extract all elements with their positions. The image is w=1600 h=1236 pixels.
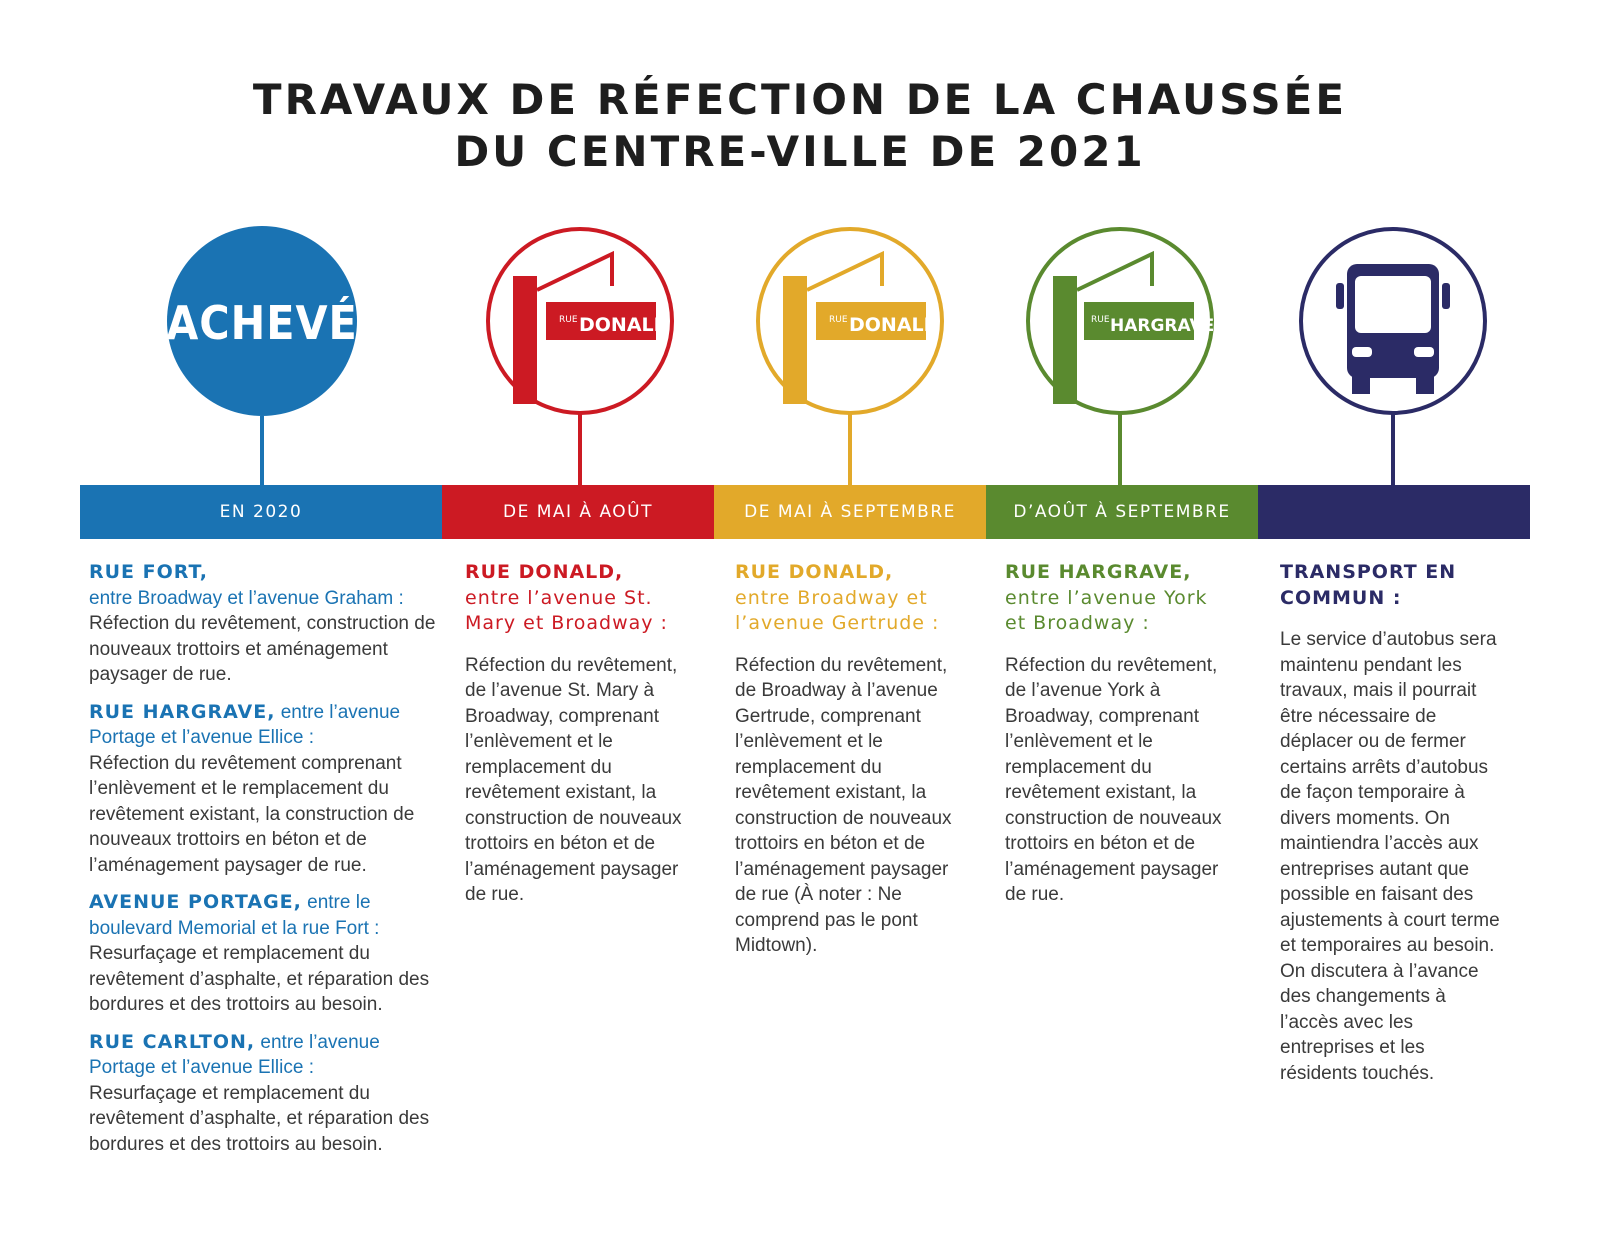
timeline-segment-aug-sep: D’AOÛT À SEPTEMBRE xyxy=(986,485,1258,539)
entry-rue-fort: RUE FORT, entre Broadway et l’avenue Gra… xyxy=(89,560,439,688)
stem-5 xyxy=(1391,413,1395,485)
entry-body: Réfection du revêtement, de Broadway à l… xyxy=(735,654,952,957)
page-title: TRAVAUX DE RÉFECTION DE LA CHAUSSÉE DU C… xyxy=(0,74,1600,178)
completed-label: ACHEVÉ xyxy=(166,296,358,350)
timeline-icons: ACHEVÉ RUE DONALD RUE DONALD RUE HARGRAV… xyxy=(166,226,1487,416)
entry-body: Réfection du revêtement, construction de… xyxy=(89,613,436,685)
column-may-sep: RUE DONALD, entre Broadway et l’avenue G… xyxy=(735,560,955,971)
spacer xyxy=(465,637,685,653)
entry-subheading: entre l’avenue St. Mary et Broadway : xyxy=(465,586,668,635)
timeline-segment-2020: EN 2020 xyxy=(80,485,442,539)
entry-heading: TRANSPORT EN COMMUN : xyxy=(1280,561,1457,609)
spacer xyxy=(1280,611,1500,627)
entry-body: Resurfaçage et remplacement du revêtemen… xyxy=(89,943,430,1015)
entry-rue-carlton: RUE CARLTON, entre l’avenue Portage et l… xyxy=(89,1030,439,1158)
sign-name: DONALD xyxy=(579,314,669,336)
sign-prefix: RUE xyxy=(559,315,578,325)
entry-subheading: entre l’avenue Portage et l’avenue Ellic… xyxy=(89,701,401,749)
entry-transit: TRANSPORT EN COMMUN : Le service d’autob… xyxy=(1280,560,1500,1086)
title-line-2: DU CENTRE-VILLE DE 2021 xyxy=(454,127,1146,176)
timeline-segment-may-aug: DE MAI À AOÛT xyxy=(442,485,714,539)
sign-name: DONALD xyxy=(849,314,939,336)
entry-subheading: entre Broadway et l’avenue Gertrude : xyxy=(735,586,940,635)
timeline-segment-transit xyxy=(1258,485,1530,539)
entry-heading: RUE FORT, xyxy=(89,561,209,583)
bus-icon xyxy=(1299,227,1487,415)
spacer xyxy=(735,637,955,653)
segment-label: D’AOÛT À SEPTEMBRE xyxy=(1013,502,1231,522)
street-sign-hargrave-green-icon: RUE HARGRAVE xyxy=(1026,227,1214,415)
column-transit: TRANSPORT EN COMMUN : Le service d’autob… xyxy=(1280,560,1500,1098)
entry-rue-donald-2: RUE DONALD, entre Broadway et l’avenue G… xyxy=(735,560,955,959)
street-sign-donald-red-icon: RUE DONALD xyxy=(486,227,674,415)
entry-body: Réfection du revêtement, de l’avenue Yor… xyxy=(1005,654,1222,906)
stem-2 xyxy=(578,413,582,485)
stem-1 xyxy=(260,416,264,485)
segment-label: EN 2020 xyxy=(219,502,303,522)
entry-heading: AVENUE PORTAGE, xyxy=(89,891,302,913)
stem-3 xyxy=(848,413,852,485)
sign-name: HARGRAVE xyxy=(1110,316,1214,336)
column-may-aug: RUE DONALD, entre l’avenue St. Mary et B… xyxy=(465,560,685,920)
entry-rue-hargrave-2: RUE HARGRAVE, entre l’avenue York et Bro… xyxy=(1005,560,1225,908)
column-aug-sep: RUE HARGRAVE, entre l’avenue York et Bro… xyxy=(1005,560,1225,920)
entry-heading: RUE DONALD, xyxy=(465,561,624,583)
spacer xyxy=(1005,637,1225,653)
entry-heading: RUE HARGRAVE, xyxy=(1005,561,1192,583)
timeline-segment-may-sep: DE MAI À SEPTEMBRE xyxy=(714,485,986,539)
sign-prefix: RUE xyxy=(829,315,848,325)
stem-4 xyxy=(1118,413,1122,485)
entry-body: Réfection du revêtement comprenant l’enl… xyxy=(89,752,415,876)
segment-label: DE MAI À SEPTEMBRE xyxy=(744,502,956,522)
entry-heading: RUE DONALD, xyxy=(735,561,894,583)
entry-body: Resurfaçage et remplacement du revêtemen… xyxy=(89,1082,430,1155)
entry-rue-hargrave: RUE HARGRAVE, entre l’avenue Portage et … xyxy=(89,700,439,879)
entry-avenue-portage: AVENUE PORTAGE, entre le boulevard Memor… xyxy=(89,890,439,1018)
entry-subheading: entre Broadway et l’avenue Graham : xyxy=(89,587,404,609)
entry-rue-donald-1: RUE DONALD, entre l’avenue St. Mary et B… xyxy=(465,560,685,908)
entry-body: Réfection du revêtement, de l’avenue St.… xyxy=(465,654,682,906)
entry-subheading: entre l’avenue Portage et l’avenue Ellic… xyxy=(89,1031,380,1079)
entry-subheading: entre le boulevard Memorial et la rue Fo… xyxy=(89,892,380,939)
sign-prefix: RUE xyxy=(1091,315,1110,325)
column-2020: RUE FORT, entre Broadway et l’avenue Gra… xyxy=(89,560,439,1169)
entry-body: Le service d’autobus sera maintenu penda… xyxy=(1280,629,1500,1084)
entry-subheading: entre l’avenue York et Broadway : xyxy=(1005,586,1208,635)
entry-heading: RUE HARGRAVE, xyxy=(89,700,276,723)
street-sign-donald-yellow-icon: RUE DONALD xyxy=(756,227,944,415)
segment-label: DE MAI À AOÛT xyxy=(502,502,654,522)
completed-badge-icon: ACHEVÉ xyxy=(166,226,358,416)
title-line-1: TRAVAUX DE RÉFECTION DE LA CHAUSSÉE xyxy=(252,75,1348,124)
entry-heading: RUE CARLTON, xyxy=(89,1030,256,1053)
